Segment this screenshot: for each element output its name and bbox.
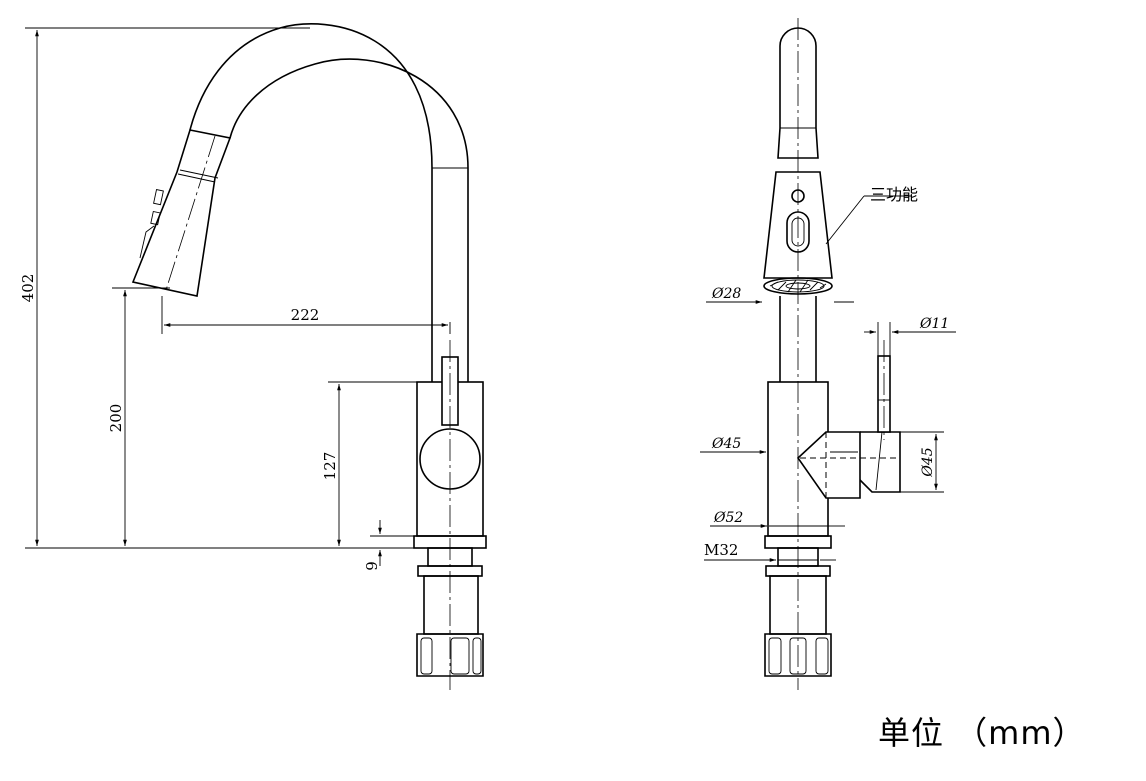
dim-spray-head-dia: Ø28 bbox=[711, 286, 741, 302]
unit-label: 单位 （mm） bbox=[878, 714, 1086, 752]
handle-hub-front bbox=[796, 431, 861, 499]
dim-hub-dia: Ø45 bbox=[920, 447, 936, 477]
front-view: 三功能 Ø28 Ø11 Ø45 Ø45 Ø52 M32 bbox=[700, 18, 956, 690]
dim-height-total: 402 bbox=[19, 274, 37, 303]
dim-body-dia: Ø45 bbox=[711, 436, 741, 452]
mounting-nut bbox=[416, 633, 484, 677]
dim-base-ring: 9 bbox=[363, 561, 381, 571]
mounting-nut-front bbox=[764, 633, 832, 677]
dim-spout-reach: 222 bbox=[291, 306, 320, 324]
dim-handle-dia: Ø11 bbox=[919, 316, 949, 332]
spray-head bbox=[131, 129, 232, 297]
callout-three-function: 三功能 bbox=[870, 185, 918, 204]
dim-thread: M32 bbox=[704, 541, 738, 559]
dim-body-height: 127 bbox=[321, 452, 339, 481]
spout-outer bbox=[189, 23, 433, 382]
dim-spout-height: 200 bbox=[107, 404, 125, 433]
dim-base-dia: Ø52 bbox=[713, 510, 743, 526]
spout-inner bbox=[229, 58, 469, 382]
side-view: 402 200 222 127 9 bbox=[19, 23, 487, 690]
